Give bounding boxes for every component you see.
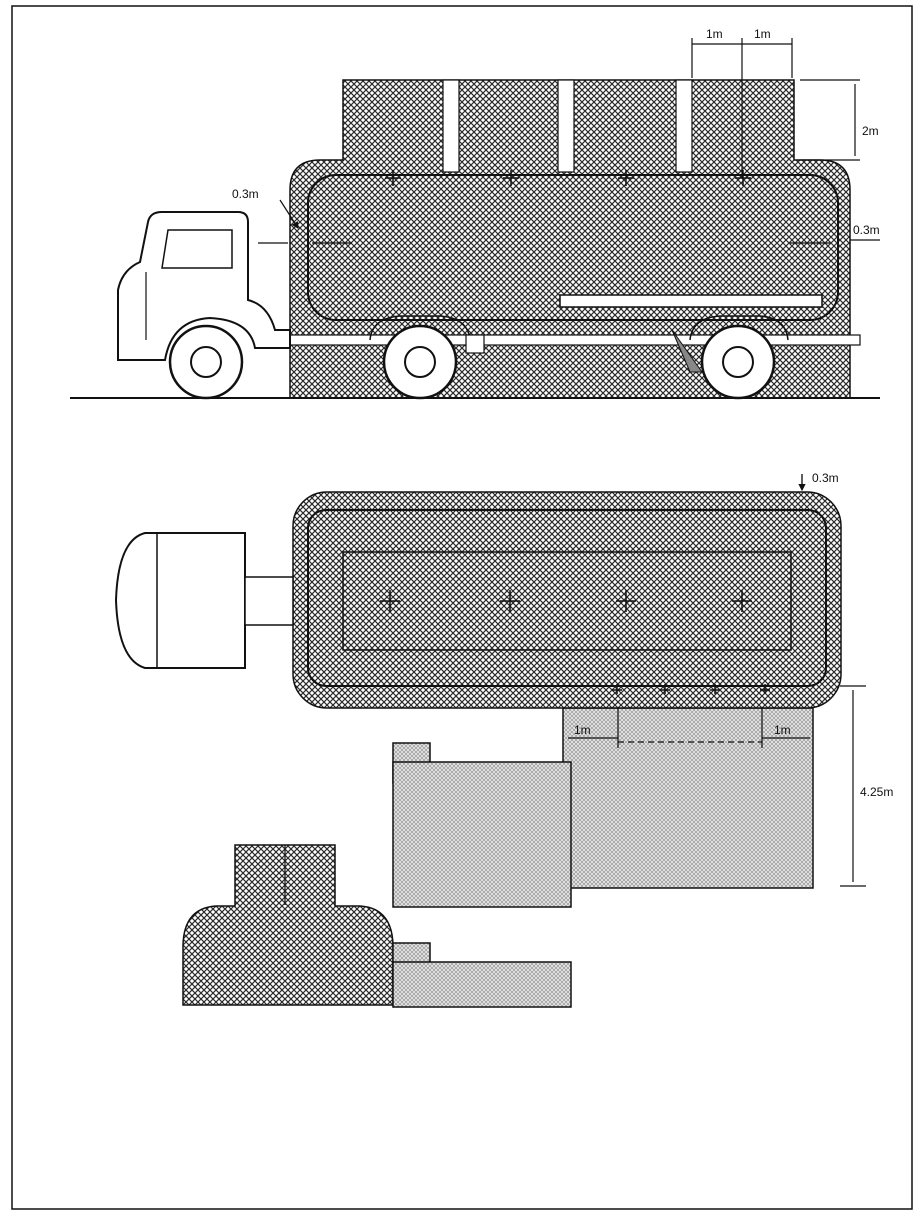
end-zone2-area [392,761,572,908]
side-tank-outline [307,174,839,321]
end-view-true [182,844,572,1008]
side-gap-1 [442,79,460,173]
plan-manhole-marks [380,590,752,612]
plan-dim-edge: 0.3m [812,471,839,485]
side-dimension-lines [258,38,880,244]
plan-valve-marks [612,684,770,694]
end-zone1-area-drawn [183,740,235,845]
end-zone1-envelope-area [183,740,235,907]
side-dim-top-left: 1m [706,27,723,41]
end-zone1-area-true [182,844,394,1006]
side-dim-end-left: 0.3m [232,187,259,201]
end-zone1-envelope-final [183,740,235,907]
side-view: 1m 1m 2m 0.3m 0.3m [70,27,880,400]
side-walkway [559,294,823,308]
plan-manhole-frame [342,551,792,651]
side-dim-top-right: 1m [754,27,771,41]
plan-view: 0.3m 1m 1m 4.25m [114,471,893,889]
side-cab [117,211,291,361]
side-cab-window [161,229,233,269]
plan-dim-inner-right: 1m [774,723,791,737]
side-dim-end-right: 0.3m [853,223,880,237]
side-manhole-marks [385,170,751,186]
side-dim-height: 2m [862,124,879,138]
plan-zone1-area [292,491,842,709]
plan-tank-outline [307,509,827,687]
end-zone1-envelope-displayed [183,776,214,807]
plan-dim-depth: 4.25m [860,785,893,799]
side-gap-2 [557,79,575,173]
side-wheel-front [168,324,244,400]
side-wheel-middle [369,315,485,400]
side-gap-3 [675,79,693,173]
plan-dim-inner-left: 1m [574,723,591,737]
end-view [183,738,572,908]
plan-dimension-lines [568,474,866,887]
side-zone1-area [289,79,851,399]
plan-cab [114,532,246,669]
side-wheel-rear [671,315,789,400]
end-zone1-zone [183,738,235,907]
plan-coupling [244,576,294,626]
figure-border [11,5,913,1210]
end-zone2-area-true [392,961,572,1008]
